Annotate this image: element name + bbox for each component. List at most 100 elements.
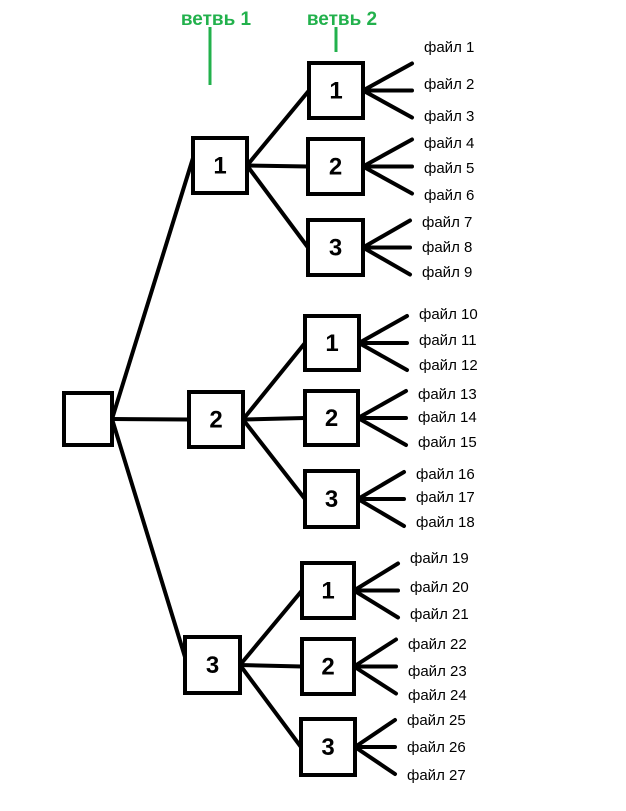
edge-file-24 xyxy=(352,664,398,696)
level2-node-3-2-rect xyxy=(300,637,356,696)
branch-markers: ветвь 1 ветвь 2 xyxy=(181,9,377,85)
file-label-5: файл 5 xyxy=(424,160,474,177)
level2-node-2-3: 3 xyxy=(303,469,360,529)
file-label-26: файл 26 xyxy=(407,739,466,756)
level2-node-1-2: 2 xyxy=(306,137,365,196)
file-label-8: файл 8 xyxy=(422,239,472,256)
level2-node-3-1: 1 xyxy=(300,561,356,620)
file-label-24: файл 24 xyxy=(408,687,467,704)
edge-root-to-l1-2 xyxy=(110,417,191,422)
tree-edges xyxy=(110,61,414,776)
level2-node-1-3-label: 3 xyxy=(329,235,342,262)
level1-node-2-label: 2 xyxy=(209,407,222,434)
file-label-9: файл 9 xyxy=(422,264,472,281)
level2-node-1-3-rect xyxy=(306,218,365,277)
file-label-17: файл 17 xyxy=(416,489,475,506)
file-label-19: файл 19 xyxy=(410,550,469,567)
file-label-15: файл 15 xyxy=(418,434,477,451)
edge-file-10 xyxy=(357,314,409,345)
level2-node-1-1-rect xyxy=(307,61,365,120)
edge-file-4 xyxy=(361,137,414,169)
edge-root-to-l1-1 xyxy=(110,156,195,421)
edge-file-15 xyxy=(356,416,408,447)
file-label-23: файл 23 xyxy=(408,663,467,680)
level1-node-1: 1 xyxy=(191,136,249,195)
file-label-1: файл 1 xyxy=(424,39,474,56)
edge-l1-3-to-l2-3 xyxy=(238,663,303,749)
tree-nodes: 1 2 3 1 2 3 1 2 3 1 2 3 xyxy=(62,61,365,777)
level2-node-1-2-rect xyxy=(306,137,365,196)
level2-node-3-2: 2 xyxy=(300,637,356,696)
edge-l1-2-to-l2-3 xyxy=(241,417,307,501)
edge-file-21 xyxy=(352,588,400,620)
level1-node-1-rect xyxy=(191,136,249,195)
file-label-13: файл 13 xyxy=(418,386,477,403)
file-label-27: файл 27 xyxy=(407,767,466,784)
edge-l1-2-to-l2-2 xyxy=(241,416,307,422)
file-label-18: файл 18 xyxy=(416,514,475,531)
level2-node-3-3-label: 3 xyxy=(321,734,334,761)
edge-file-9 xyxy=(361,245,412,277)
edge-file-18 xyxy=(356,497,406,528)
level2-node-2-1: 1 xyxy=(303,314,361,372)
level2-node-1-1-label: 1 xyxy=(329,78,342,105)
edge-l1-3-to-l2-1 xyxy=(238,588,304,667)
edge-file-6 xyxy=(361,164,414,196)
edge-file-27 xyxy=(353,745,397,776)
level2-node-3-1-label: 1 xyxy=(321,578,334,605)
level2-node-3-3: 3 xyxy=(299,717,357,777)
edge-file-7 xyxy=(361,218,412,250)
branch-2-label: ветвь 2 xyxy=(307,9,377,30)
edge-file-19 xyxy=(352,561,400,593)
file-label-7: файл 7 xyxy=(422,214,472,231)
root-node xyxy=(62,391,114,447)
file-label-16: файл 16 xyxy=(416,466,475,483)
file-label-2: файл 2 xyxy=(424,76,474,93)
file-label-6: файл 6 xyxy=(424,187,474,204)
file-label-14: файл 14 xyxy=(418,409,477,426)
level1-node-3-label: 3 xyxy=(206,652,219,679)
edge-l1-1-to-l2-1 xyxy=(245,88,311,168)
level2-node-2-2: 2 xyxy=(303,389,360,447)
level2-node-2-1-label: 1 xyxy=(325,330,338,357)
edge-file-1 xyxy=(361,61,414,93)
level1-node-1-label: 1 xyxy=(213,153,226,180)
level2-node-2-3-label: 3 xyxy=(325,486,338,513)
edge-file-13 xyxy=(356,389,408,420)
level2-node-1-1: 1 xyxy=(307,61,365,120)
level2-node-2-3-rect xyxy=(303,469,360,529)
level2-node-1-3: 3 xyxy=(306,218,365,277)
level1-node-3-rect xyxy=(183,635,242,695)
edge-l1-1-to-l2-2 xyxy=(245,163,310,169)
level1-node-3: 3 xyxy=(183,635,242,695)
file-label-11: файл 11 xyxy=(419,332,477,349)
edge-root-to-l1-3 xyxy=(110,417,187,659)
file-label-21: файл 21 xyxy=(410,606,469,623)
level1-node-2-rect xyxy=(187,390,245,449)
edge-file-3 xyxy=(361,88,414,120)
edge-file-22 xyxy=(352,637,398,669)
root-node-rect xyxy=(62,391,114,447)
file-label-3: файл 3 xyxy=(424,108,474,125)
edge-file-25 xyxy=(353,718,397,749)
level2-node-2-2-label: 2 xyxy=(325,405,338,432)
level2-node-3-1-rect xyxy=(300,561,356,620)
level2-node-3-3-rect xyxy=(299,717,357,777)
file-label-12: файл 12 xyxy=(419,357,478,374)
level2-node-2-1-rect xyxy=(303,314,361,372)
file-label-4: файл 4 xyxy=(424,135,474,152)
file-label-20: файл 20 xyxy=(410,579,469,596)
edge-file-16 xyxy=(356,470,406,501)
branch-1-label: ветвь 1 xyxy=(181,9,252,30)
file-label-22: файл 22 xyxy=(408,636,467,653)
edge-l1-2-to-l2-1 xyxy=(241,341,307,422)
level1-node-2: 2 xyxy=(187,390,245,449)
level2-node-3-2-label: 2 xyxy=(321,654,334,681)
file-label-25: файл 25 xyxy=(407,712,466,729)
level2-node-2-2-rect xyxy=(303,389,360,447)
level2-node-1-2-label: 2 xyxy=(329,154,342,181)
edge-file-12 xyxy=(357,341,409,372)
edge-l1-3-to-l2-2 xyxy=(238,663,304,669)
file-label-10: файл 10 xyxy=(419,306,478,323)
